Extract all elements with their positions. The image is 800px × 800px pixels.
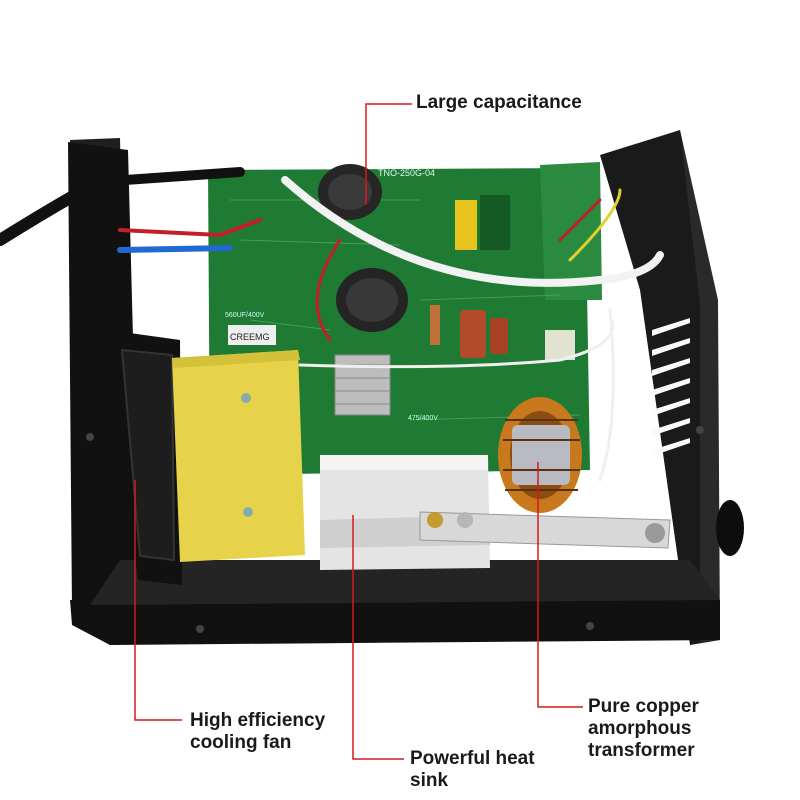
chassis <box>68 130 744 645</box>
label-transformer-line2: amorphous <box>588 718 692 739</box>
capacitor-marking: 560UF/400V <box>225 312 265 319</box>
large-capacitors <box>318 164 408 332</box>
label-cooling-fan: High efficiency cooling fan <box>190 710 360 754</box>
leader-lines <box>134 103 583 760</box>
output-busbar <box>419 511 671 549</box>
label-transformer-line3: transformer <box>588 740 695 761</box>
label-cooling-fan-line2: cooling fan <box>190 732 292 753</box>
leader-line-fan <box>134 480 182 721</box>
label-heat-sink-line2: sink <box>410 770 449 791</box>
pcb-board: CREEMG TNO-250G-04 560UF/400V 475/400V <box>208 162 602 475</box>
small-cap-marking: 475/400V <box>408 415 438 422</box>
transformer <box>498 397 582 513</box>
label-cooling-fan-line1: High efficiency <box>190 710 326 731</box>
cooling-fan <box>108 330 182 585</box>
wiring <box>0 167 664 482</box>
label-heat-sink: Powerful heat sink <box>410 748 580 792</box>
label-transformer: Pure copper amorphous transformer <box>588 696 748 762</box>
insulator-board <box>172 350 305 562</box>
leader-line-transformer <box>537 462 583 708</box>
leader-line-capacitance <box>365 103 412 205</box>
label-heat-sink-line1: Powerful heat <box>410 748 535 769</box>
label-transformer-line1: Pure copper <box>588 696 699 717</box>
label-large-capacitance: Large capacitance <box>416 92 582 114</box>
label-large-capacitance-text: Large capacitance <box>416 92 582 113</box>
leader-line-heat-sink <box>352 515 404 760</box>
board-model-marking: TNO-250G-04 <box>378 168 435 178</box>
resistor-label-plate <box>228 325 276 345</box>
resistor-marking: CREEMG <box>230 332 270 342</box>
